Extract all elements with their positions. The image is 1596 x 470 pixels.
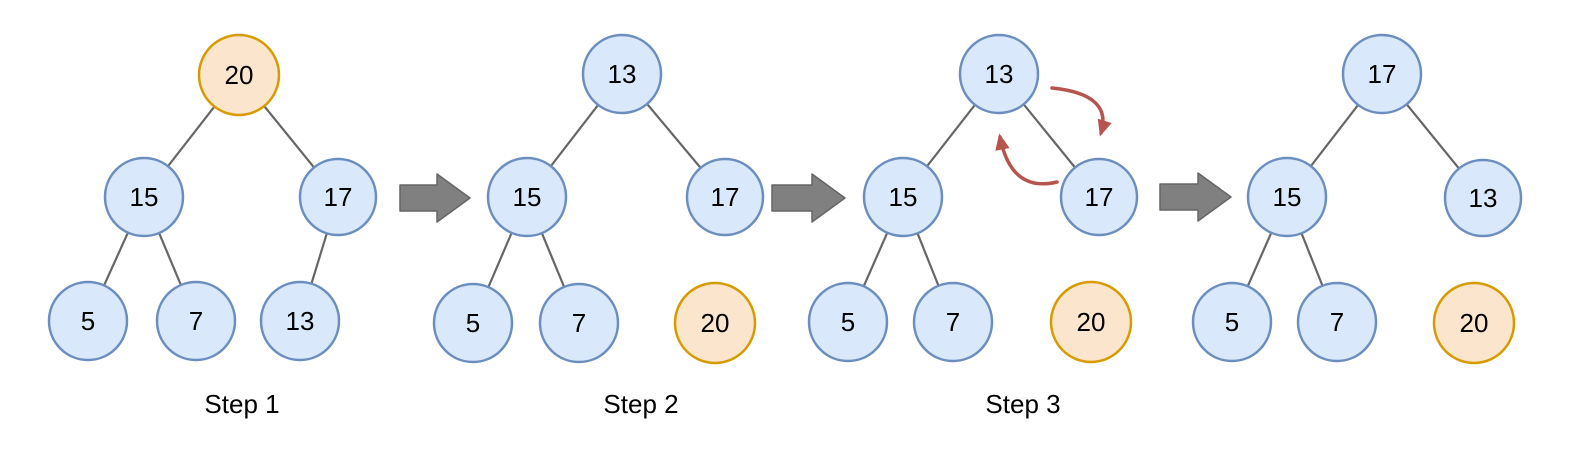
- step-3-node-7: 7: [912, 281, 994, 363]
- node-value-15: 15: [1273, 182, 1302, 212]
- node-circle-7: [912, 281, 994, 363]
- node-value-20: 20: [225, 60, 254, 90]
- step-1-node-13: 13: [259, 280, 341, 362]
- step-4-node-15: 15: [1246, 156, 1328, 238]
- step-3-node-15: 15: [862, 156, 944, 238]
- node-value-13: 13: [985, 59, 1014, 89]
- tree-nodes-layer: 20 15 17 5 7 13 13 15 17 5 7 20 13 15 17 5 7 20 17 15 13 5 7 20: [47, 33, 1523, 365]
- step-3-node-13: 13: [958, 33, 1040, 115]
- transition-arrow-2: [771, 173, 846, 223]
- step-4-node-7: 7: [1296, 281, 1378, 363]
- step-3-node-20: 20: [1049, 280, 1133, 364]
- swap-arrow-17-to-13: [995, 133, 1059, 186]
- node-circle-15: [486, 156, 568, 238]
- node-circle-13: [581, 33, 663, 115]
- transition-arrows-layer: [399, 172, 1232, 223]
- step-1-node-20: 20: [197, 33, 281, 117]
- step-4-node-20: 20: [1432, 281, 1516, 365]
- step-1-node-15: 15: [103, 156, 185, 238]
- node-value-7: 7: [572, 308, 586, 338]
- node-value-20: 20: [701, 308, 730, 338]
- node-value-15: 15: [889, 182, 918, 212]
- node-value-17: 17: [1085, 182, 1114, 212]
- node-circle-17: [298, 157, 378, 237]
- step-3-node-5: 5: [807, 281, 889, 363]
- step-1-node-7: 7: [155, 280, 237, 362]
- node-circle-5: [1191, 281, 1273, 363]
- node-value-7: 7: [946, 307, 960, 337]
- node-value-17: 17: [1368, 59, 1397, 89]
- step-2-label: Step 2: [603, 389, 679, 419]
- node-value-17: 17: [711, 182, 740, 212]
- step-2-node-7: 7: [538, 282, 620, 364]
- node-circle-15: [103, 156, 185, 238]
- node-value-13: 13: [286, 306, 315, 336]
- node-circle-20: [1432, 281, 1516, 365]
- step-4-node-17: 17: [1341, 33, 1423, 115]
- node-circle-15: [862, 156, 944, 238]
- node-value-20: 20: [1460, 308, 1489, 338]
- step-1-label: Step 1: [204, 389, 280, 419]
- node-value-5: 5: [841, 307, 855, 337]
- node-circle-13: [1443, 158, 1523, 238]
- node-value-5: 5: [466, 308, 480, 338]
- node-value-7: 7: [1330, 307, 1344, 337]
- transition-arrow-1: [399, 173, 471, 223]
- node-value-5: 5: [1225, 307, 1239, 337]
- transition-arrow-3: [1159, 172, 1232, 222]
- step-4-node-13: 13: [1443, 158, 1523, 238]
- step-2-node-15: 15: [486, 156, 568, 238]
- node-circle-17: [1341, 33, 1423, 115]
- node-value-17: 17: [324, 182, 353, 212]
- step-2-node-5: 5: [432, 282, 514, 364]
- node-circle-5: [432, 282, 514, 364]
- node-circle-7: [155, 280, 237, 362]
- node-circle-5: [47, 280, 129, 362]
- node-circle-17: [1059, 157, 1139, 237]
- node-value-20: 20: [1077, 307, 1106, 337]
- node-value-5: 5: [81, 306, 95, 336]
- step-1-node-17: 17: [298, 157, 378, 237]
- node-circle-7: [1296, 281, 1378, 363]
- step-2-node-20: 20: [673, 281, 757, 365]
- step-4-node-5: 5: [1191, 281, 1273, 363]
- node-circle-20: [1049, 280, 1133, 364]
- swap-arrow-13-to-17: [1050, 86, 1112, 137]
- node-circle-17: [685, 157, 765, 237]
- node-value-13: 13: [608, 59, 637, 89]
- node-circle-13: [259, 280, 341, 362]
- step-2-node-17: 17: [685, 157, 765, 237]
- node-value-15: 15: [130, 182, 159, 212]
- node-circle-20: [673, 281, 757, 365]
- node-value-7: 7: [189, 306, 203, 336]
- step-1-node-5: 5: [47, 280, 129, 362]
- node-circle-7: [538, 282, 620, 364]
- node-circle-5: [807, 281, 889, 363]
- step-2-node-13: 13: [581, 33, 663, 115]
- swap-arrows-layer: [995, 86, 1112, 186]
- step-3-label: Step 3: [985, 389, 1061, 419]
- step-3-node-17: 17: [1059, 157, 1139, 237]
- node-value-15: 15: [513, 182, 542, 212]
- node-value-13: 13: [1469, 183, 1498, 213]
- node-circle-15: [1246, 156, 1328, 238]
- node-circle-20: [197, 33, 281, 117]
- node-circle-13: [958, 33, 1040, 115]
